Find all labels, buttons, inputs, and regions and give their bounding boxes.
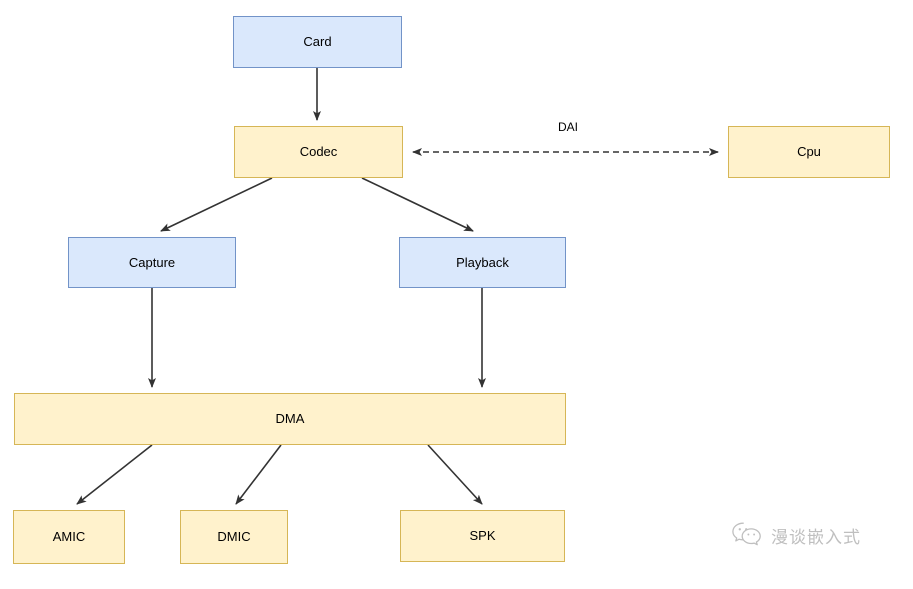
watermark: 漫谈嵌入式 bbox=[732, 522, 861, 548]
node-card[interactable]: Card bbox=[233, 16, 402, 68]
node-cpu[interactable]: Cpu bbox=[728, 126, 890, 178]
node-dma[interactable]: DMA bbox=[14, 393, 566, 445]
watermark-text: 漫谈嵌入式 bbox=[771, 527, 861, 548]
node-amic[interactable]: AMIC bbox=[13, 510, 125, 564]
edge-dma-dmic bbox=[235, 444, 282, 505]
node-codec[interactable]: Codec bbox=[234, 126, 403, 178]
wechat-icon bbox=[732, 522, 762, 548]
node-playback[interactable]: Playback bbox=[399, 237, 566, 288]
node-dmic[interactable]: DMIC bbox=[180, 510, 288, 564]
edge-dma-spk bbox=[427, 444, 483, 505]
edge-dma-amic bbox=[76, 444, 153, 505]
edge-codec-capture bbox=[160, 177, 273, 232]
node-spk[interactable]: SPK bbox=[400, 510, 565, 562]
edge-codec-playback bbox=[361, 177, 474, 232]
node-capture[interactable]: Capture bbox=[68, 237, 236, 288]
edge-label-dai: DAI bbox=[558, 120, 579, 134]
